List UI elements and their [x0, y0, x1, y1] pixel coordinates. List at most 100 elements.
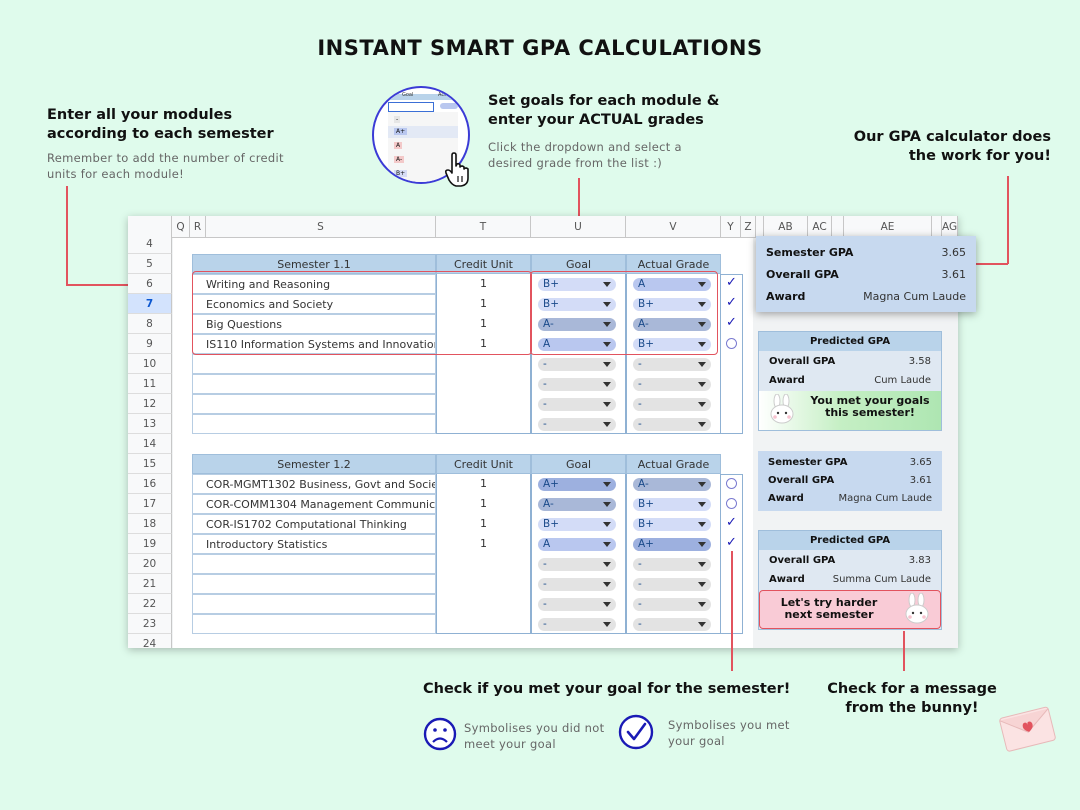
- goal-dropdown[interactable]: A: [538, 538, 616, 551]
- col-header-s[interactable]: S: [206, 216, 436, 238]
- actual-grade-dropdown[interactable]: A: [633, 278, 711, 291]
- col-header-ac[interactable]: AC: [808, 216, 832, 238]
- goal-dropdown[interactable]: B+: [538, 518, 616, 531]
- col-header-z[interactable]: Z: [741, 216, 756, 238]
- goal-dropdown[interactable]: -: [538, 398, 616, 411]
- row-header[interactable]: 22: [128, 594, 172, 614]
- frown-face-icon: [423, 717, 457, 751]
- module-name-cell[interactable]: Big Questions: [192, 314, 436, 334]
- goal-dropdown[interactable]: A: [538, 338, 616, 351]
- credit-unit-cell[interactable]: 1: [437, 314, 530, 334]
- credit-unit-cell[interactable]: 1: [437, 474, 530, 494]
- row-header[interactable]: 21: [128, 574, 172, 594]
- module-name-cell[interactable]: [192, 554, 436, 574]
- row-header[interactable]: 15: [128, 454, 172, 474]
- row-header[interactable]: 12: [128, 394, 172, 414]
- goal-dropdown[interactable]: B+: [538, 278, 616, 291]
- actual-grade-dropdown[interactable]: A+: [633, 538, 711, 551]
- col-header-r[interactable]: R: [190, 216, 206, 238]
- col-header-q[interactable]: Q: [172, 216, 190, 238]
- goal-dropdown[interactable]: -: [538, 418, 616, 431]
- actual-grade-dropdown[interactable]: B+: [633, 338, 711, 351]
- credit-unit-cell[interactable]: 1: [437, 494, 530, 514]
- row-header[interactable]: 6: [128, 274, 172, 294]
- actual-grade-dropdown[interactable]: -: [633, 398, 711, 411]
- module-name-cell[interactable]: COR-IS1702 Computational Thinking: [192, 514, 436, 534]
- actual-grade-dropdown[interactable]: -: [633, 598, 711, 611]
- row-header[interactable]: 19: [128, 534, 172, 554]
- goal-dropdown[interactable]: -: [538, 558, 616, 571]
- module-name-cell[interactable]: [192, 614, 436, 634]
- module-name-cell[interactable]: [192, 594, 436, 614]
- goal-dropdown[interactable]: B+: [538, 298, 616, 311]
- row-header[interactable]: 13: [128, 414, 172, 434]
- module-name-cell[interactable]: [192, 354, 436, 374]
- chevron-down-icon: [698, 422, 706, 427]
- module-name-cell[interactable]: Economics and Society: [192, 294, 436, 314]
- goal-dropdown[interactable]: -: [538, 618, 616, 631]
- col-header-y[interactable]: Y: [721, 216, 741, 238]
- actual-grade-dropdown[interactable]: -: [633, 378, 711, 391]
- actual-grade-dropdown[interactable]: B+: [633, 518, 711, 531]
- actual-grade-dropdown[interactable]: B+: [633, 298, 711, 311]
- credit-unit-cell[interactable]: 1: [437, 274, 530, 294]
- actual-grade-dropdown[interactable]: A-: [633, 318, 711, 331]
- row-header[interactable]: 8: [128, 314, 172, 334]
- actual-grade-dropdown[interactable]: -: [633, 418, 711, 431]
- goal-dropdown[interactable]: -: [538, 358, 616, 371]
- col-header-ag[interactable]: AG: [942, 216, 958, 238]
- module-name-cell[interactable]: IS110 Information Systems and Innovation: [192, 334, 436, 354]
- row-header[interactable]: 11: [128, 374, 172, 394]
- row-header[interactable]: 16: [128, 474, 172, 494]
- module-name-cell[interactable]: Introductory Statistics: [192, 534, 436, 554]
- goal-dropdown[interactable]: -: [538, 598, 616, 611]
- row-header[interactable]: 24: [128, 634, 172, 648]
- module-name-cell[interactable]: [192, 374, 436, 394]
- goal-header: Goal: [531, 454, 626, 474]
- row-header[interactable]: 7: [128, 294, 172, 314]
- col-header-ae[interactable]: AE: [844, 216, 932, 238]
- row-header[interactable]: 20: [128, 554, 172, 574]
- row-header[interactable]: 18: [128, 514, 172, 534]
- module-name-cell[interactable]: [192, 574, 436, 594]
- chevron-down-icon: [603, 522, 611, 527]
- row-header[interactable]: 23: [128, 614, 172, 634]
- actual-grade-dropdown[interactable]: B+: [633, 498, 711, 511]
- actual-grade-dropdown[interactable]: -: [633, 618, 711, 631]
- module-name-cell[interactable]: COR-MGMT1302 Business, Govt and Society: [192, 474, 436, 494]
- credit-unit-cell[interactable]: 1: [437, 514, 530, 534]
- goal-not-met-frown-icon: [726, 498, 737, 509]
- module-name-cell[interactable]: [192, 394, 436, 414]
- credit-unit-cell[interactable]: 1: [437, 294, 530, 314]
- col-header-v[interactable]: V: [626, 216, 721, 238]
- module-name-cell[interactable]: COR-COMM1304 Management Communication: [192, 494, 436, 514]
- goal-dropdown[interactable]: A-: [538, 498, 616, 511]
- row-header[interactable]: 5: [128, 254, 172, 274]
- actual-grade-dropdown[interactable]: -: [633, 578, 711, 591]
- col-header-ab[interactable]: AB: [764, 216, 808, 238]
- chevron-down-icon: [698, 622, 706, 627]
- col-header-t[interactable]: T: [436, 216, 531, 238]
- goal-met-check-icon: ✓: [726, 315, 737, 330]
- row-header[interactable]: 17: [128, 494, 172, 514]
- page-title: INSTANT SMART GPA CALCULATIONS: [317, 36, 763, 60]
- chevron-down-icon: [603, 302, 611, 307]
- goal-dropdown[interactable]: -: [538, 378, 616, 391]
- chevron-down-icon: [603, 602, 611, 607]
- row-header[interactable]: 9: [128, 334, 172, 354]
- goal-dropdown[interactable]: A+: [538, 478, 616, 491]
- actual-grade-dropdown[interactable]: A-: [633, 478, 711, 491]
- module-name-cell[interactable]: Writing and Reasoning: [192, 274, 436, 294]
- col-header-u[interactable]: U: [531, 216, 626, 238]
- actual-grade-dropdown[interactable]: -: [633, 358, 711, 371]
- module-name-cell[interactable]: [192, 414, 436, 434]
- actual-grade-dropdown[interactable]: -: [633, 558, 711, 571]
- row-header[interactable]: 10: [128, 354, 172, 374]
- goal-dropdown[interactable]: A-: [538, 318, 616, 331]
- row-header[interactable]: 4: [128, 234, 172, 254]
- row-header[interactable]: 14: [128, 434, 172, 454]
- credit-unit-cell[interactable]: 1: [437, 334, 530, 354]
- goal-dropdown[interactable]: -: [538, 578, 616, 591]
- credit-unit-cell[interactable]: 1: [437, 534, 530, 554]
